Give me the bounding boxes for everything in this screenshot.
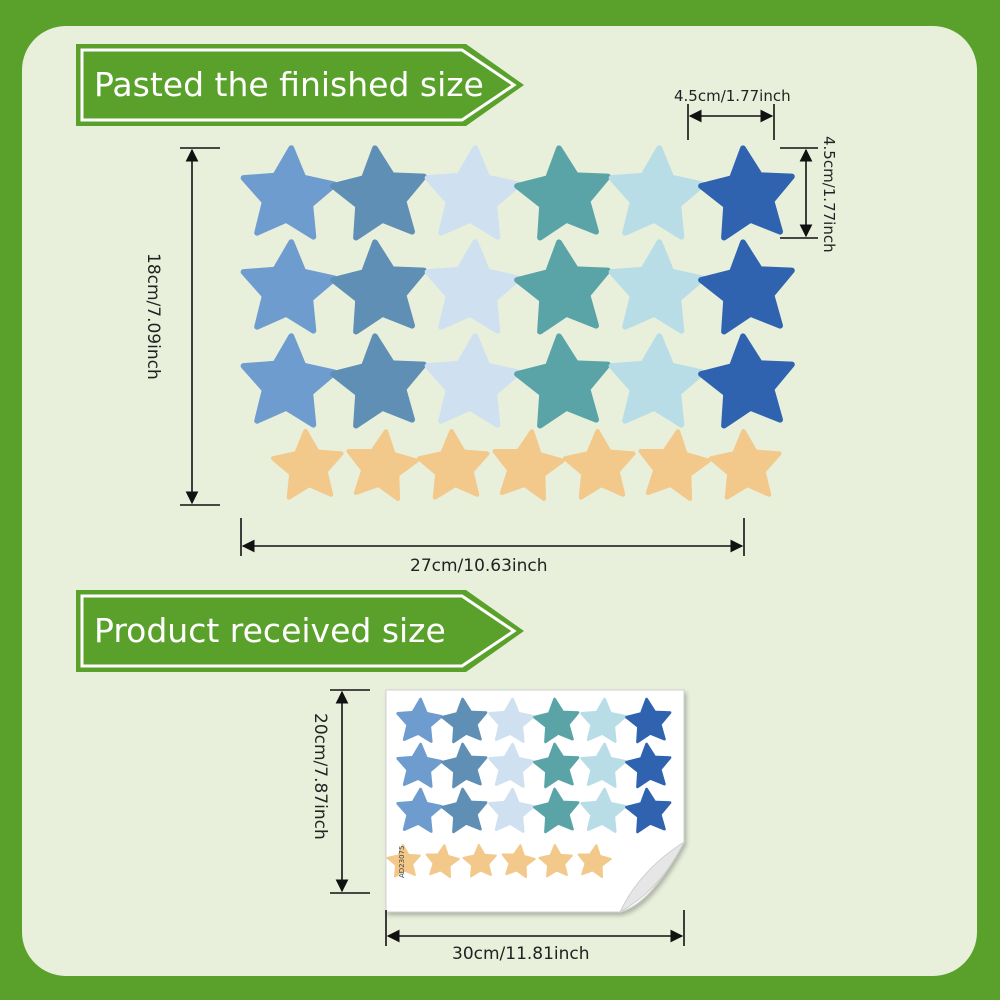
yellow-star-sticker	[562, 428, 636, 500]
blue-star-sticker	[330, 145, 427, 241]
finished-height-dimension	[180, 147, 220, 506]
sheet-blue-star	[625, 697, 672, 744]
blue-star-sticker	[240, 145, 338, 240]
yellow-star-sticker	[270, 428, 344, 500]
blue-star-sticker	[514, 145, 611, 241]
yellow-star-sticker	[638, 429, 711, 501]
sheet-blue-star	[441, 742, 488, 789]
received-size-banner: Product received size	[76, 590, 526, 672]
sheet-blue-star	[533, 742, 580, 789]
finished-size-title: Pasted the finished size	[94, 65, 484, 104]
sheet-blue-star	[533, 787, 580, 834]
blue-star-sticker	[514, 333, 611, 429]
sheet-blue-star	[580, 697, 627, 743]
banner-arrow-shape	[76, 590, 524, 672]
blue-star-sticker	[330, 239, 427, 335]
sheet-width-label: 30cm/11.81inch	[452, 944, 590, 964]
sheet-yellow-star	[577, 844, 612, 879]
blue-star-sticker	[424, 333, 522, 428]
sheet-height-label: 20cm/7.87inch	[310, 713, 330, 840]
sheet-blue-star	[533, 697, 580, 744]
blue-star-sticker	[424, 145, 522, 240]
sheet-blue-star	[625, 787, 672, 834]
blue-star-sticker	[608, 239, 706, 334]
sheet-blue-star	[396, 697, 443, 743]
blue-star-sticker	[698, 239, 795, 335]
blue-star-sticker	[698, 333, 795, 429]
blue-star-sticker	[240, 239, 338, 334]
blue-star-sticker	[608, 333, 706, 428]
sheet-yellow-star	[462, 843, 497, 878]
sheet-blue-star	[488, 742, 535, 788]
sheet-blue-star	[580, 787, 627, 833]
blue-star-sticker	[240, 333, 338, 428]
sheet-blue-star	[488, 697, 535, 743]
blue-star-sticker	[698, 145, 795, 241]
sheet-width-dimension	[385, 910, 685, 946]
yellow-star-sticker	[346, 429, 419, 501]
blue-star-sticker	[514, 239, 611, 335]
finished-width-label: 27cm/10.63inch	[410, 556, 548, 576]
sheet-height-dimension	[330, 689, 370, 894]
yellow-star-sticker	[416, 428, 490, 500]
sheet-peeled-corner	[618, 840, 686, 914]
blue-star-sticker	[608, 145, 706, 240]
sheet-blue-star	[441, 697, 488, 744]
star-width-dimension	[687, 104, 775, 140]
sheet-blue-star	[396, 787, 443, 833]
sheet-yellow-star	[501, 844, 536, 879]
sticker-sheet	[385, 689, 686, 914]
sheet-product-code: AD23075	[398, 845, 406, 878]
sheet-yellow-star	[386, 843, 421, 878]
blue-star-sticker	[330, 333, 427, 429]
sheet-blue-star	[625, 742, 672, 789]
banner-arrow-shape	[76, 44, 524, 126]
sheet-blue-star	[441, 787, 488, 834]
sheet-yellow-star	[538, 843, 573, 878]
yellow-star-sticker	[492, 429, 565, 501]
finished-height-label: 18cm/7.09inch	[143, 253, 163, 380]
finished-size-banner: Pasted the finished size	[76, 44, 526, 126]
yellow-star-sticker	[708, 428, 782, 500]
sheet-blue-star	[488, 787, 535, 833]
sheet-blue-star	[580, 742, 627, 788]
received-size-title: Product received size	[94, 611, 446, 650]
sheet-blue-star	[396, 742, 443, 788]
star-height-dimension	[780, 147, 818, 239]
star-height-label: 4.5cm/1.77inch	[820, 136, 838, 253]
sheet-star-grid	[386, 697, 672, 879]
star-width-label: 4.5cm/1.77inch	[674, 87, 791, 105]
finished-star-grid	[240, 145, 795, 501]
finished-width-dimension	[240, 518, 745, 556]
sheet-yellow-star	[425, 844, 460, 879]
blue-star-sticker	[424, 239, 522, 334]
